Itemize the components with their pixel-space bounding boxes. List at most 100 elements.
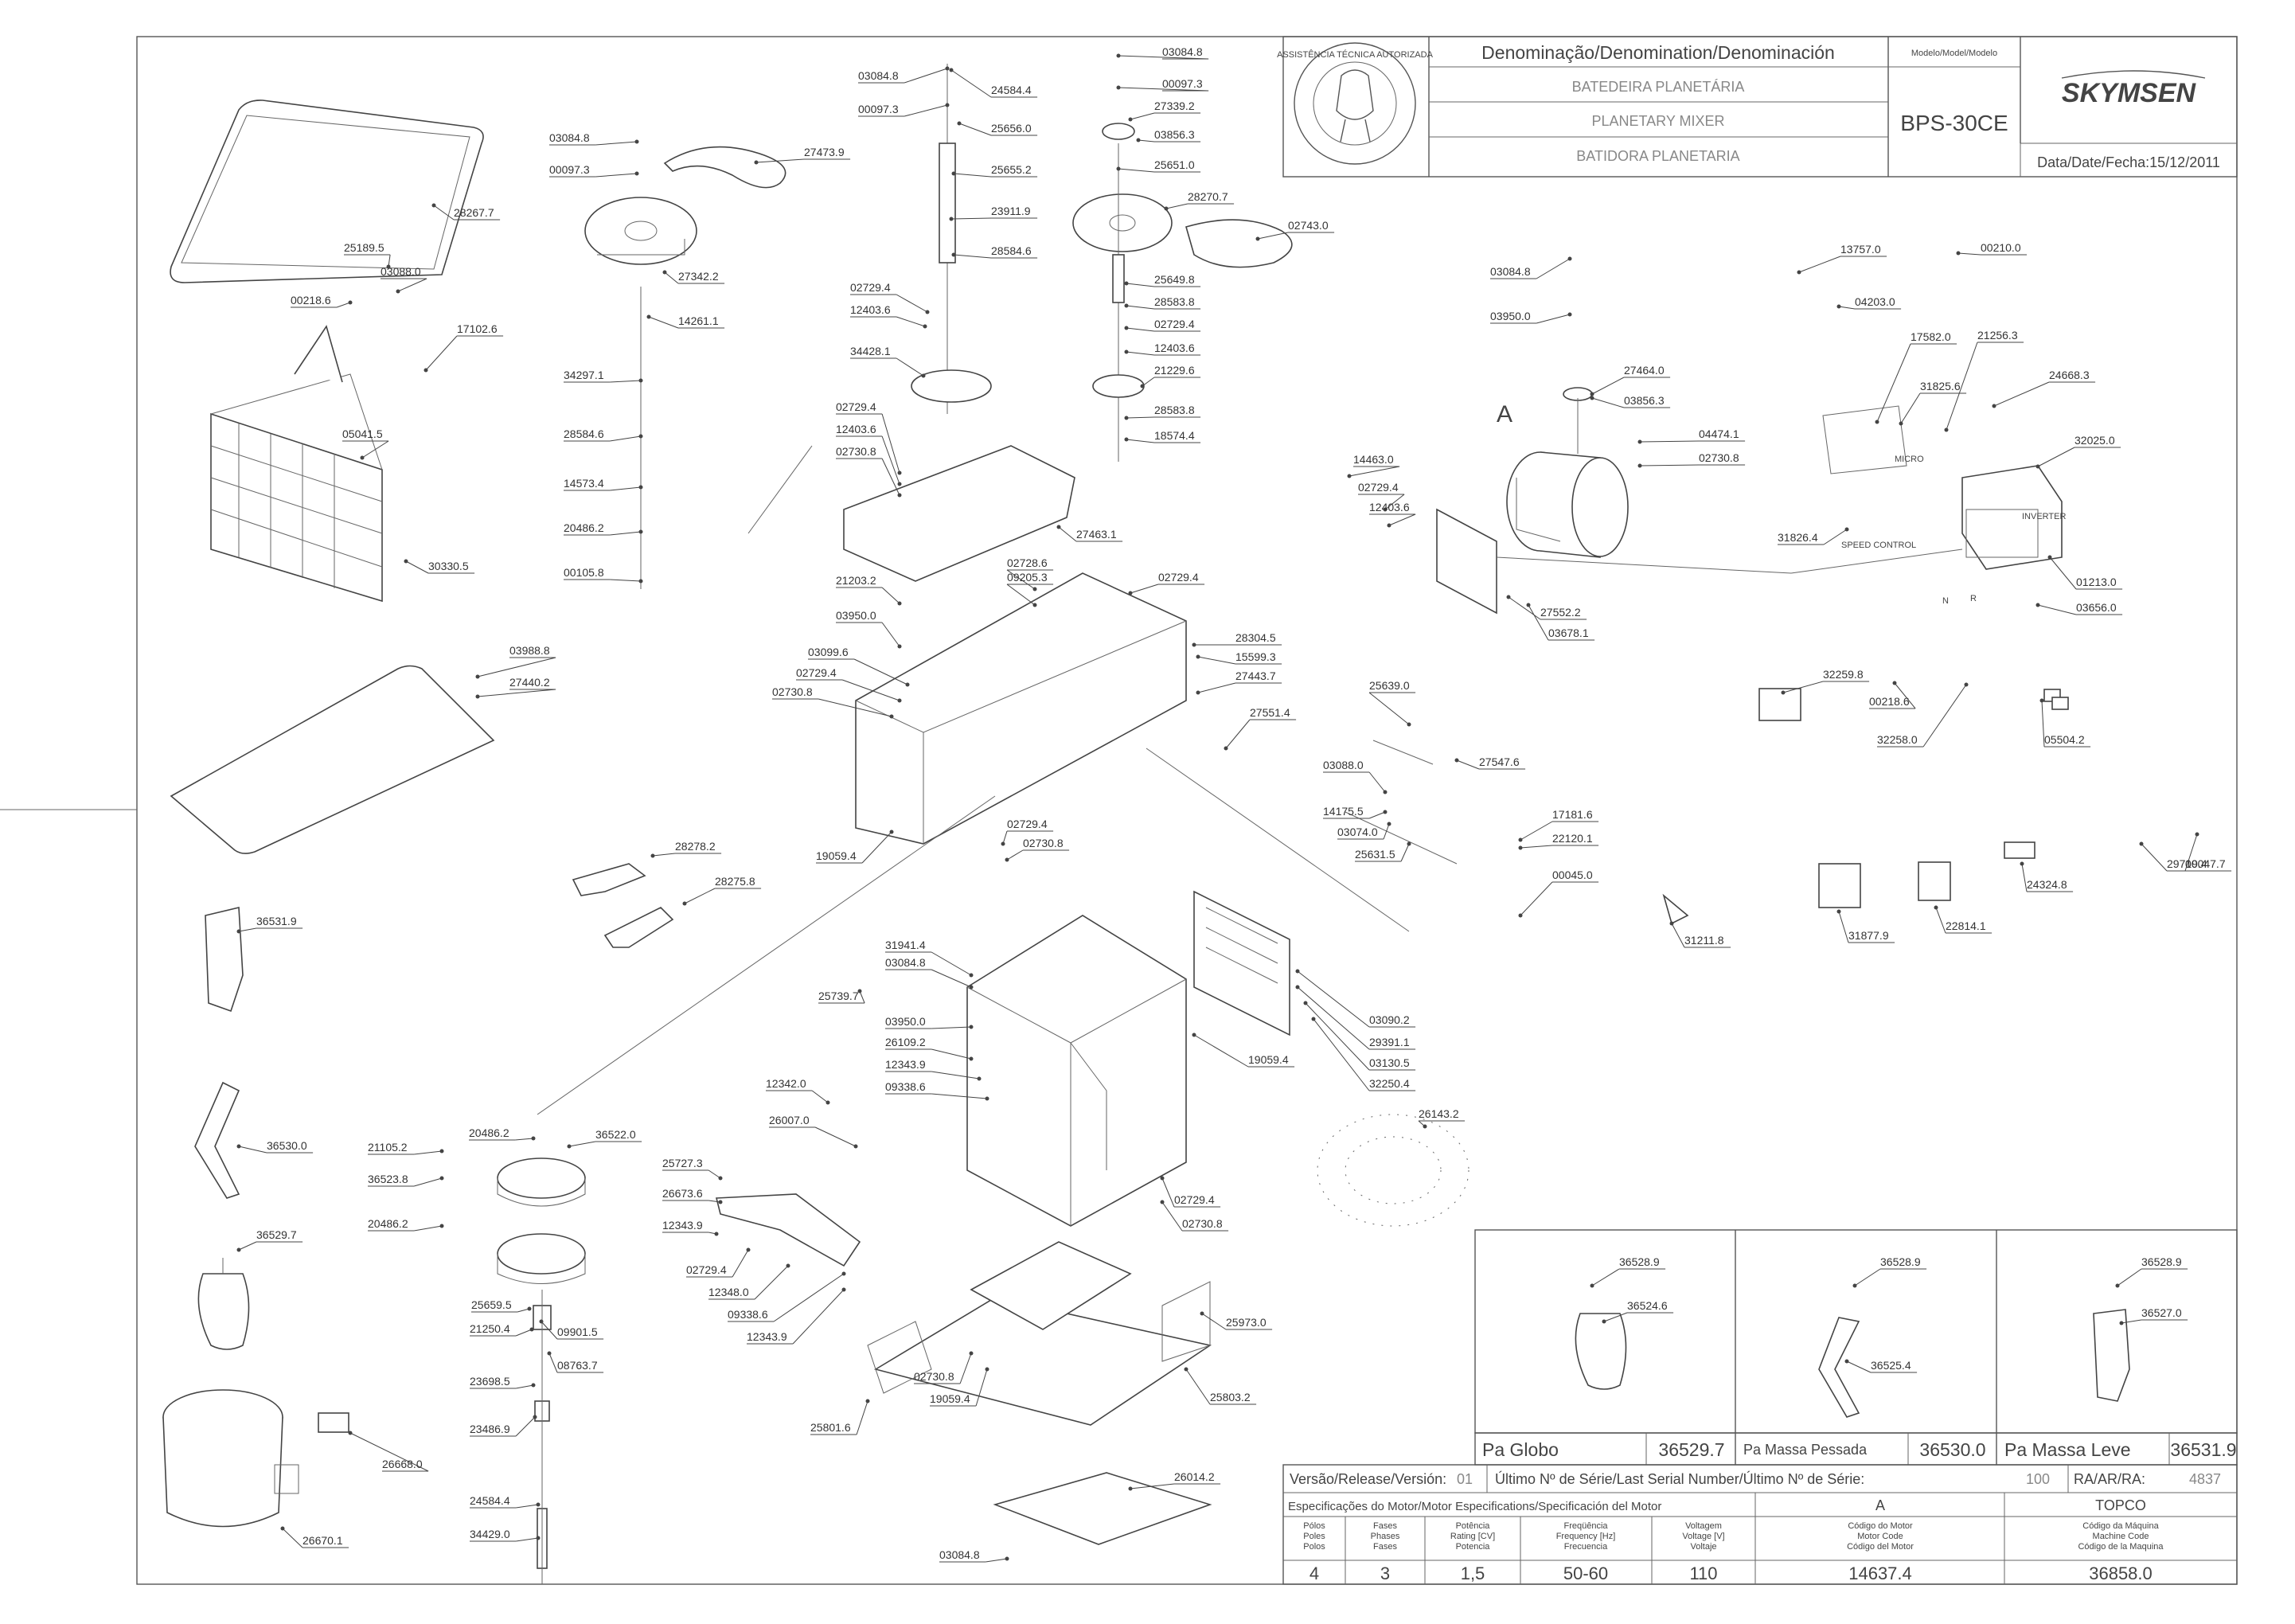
part-number-label: 34429.0 xyxy=(470,1528,510,1540)
part-number-label: 25656.0 xyxy=(991,122,1032,135)
leader-dot xyxy=(841,1287,846,1292)
part-number-label: 27547.6 xyxy=(1479,755,1520,768)
leader-dot xyxy=(853,1144,858,1149)
part-number-label: 28583.8 xyxy=(1154,295,1195,308)
leader-line xyxy=(1130,584,1159,594)
accessory-table: Pa Globo 36529.7 Pa Massa Pessada 36530.… xyxy=(1474,1229,2238,1466)
part-callout: 02729.4 xyxy=(796,666,902,703)
part-callout: 09901.5 xyxy=(539,1319,604,1340)
part-callout: 28584.6 xyxy=(564,427,643,442)
part-callout: 03090.2 xyxy=(1295,969,1416,1028)
leader-dot xyxy=(536,1502,541,1507)
leader-dot xyxy=(923,324,927,329)
leader-dot xyxy=(1200,1311,1204,1316)
part-callout: 00097.3 xyxy=(858,103,950,117)
brand-logo: SKYMSEN xyxy=(2062,78,2197,108)
part-number-label: 02743.0 xyxy=(1288,219,1329,232)
leader-line xyxy=(931,1071,980,1079)
inverter-label: INVERTER xyxy=(2022,512,2066,521)
motor-callout-letter: A xyxy=(1497,401,1512,427)
spec-column-label: Código de la Maquina xyxy=(2078,1542,2164,1552)
leader-dot xyxy=(404,559,408,564)
part-callout: 02729.4 xyxy=(1124,318,1201,332)
leader-dot xyxy=(1164,206,1169,211)
spec-column-label: Motor Code xyxy=(1857,1532,1903,1541)
part-number-label: 31941.4 xyxy=(885,939,926,951)
leader-line xyxy=(856,1400,868,1435)
part-number-label: 14573.4 xyxy=(564,477,604,490)
leader-line xyxy=(1935,907,1946,934)
part-callout: 03084.8 xyxy=(858,66,950,84)
safety-basket-part xyxy=(210,325,383,603)
leader-line xyxy=(1383,823,1390,840)
leader-dot xyxy=(638,378,643,383)
leader-dot xyxy=(945,103,950,107)
part-number-label: 03950.0 xyxy=(885,1015,926,1028)
part-callout: 27463.1 xyxy=(1056,525,1123,542)
part-number-label: 08763.7 xyxy=(557,1359,598,1372)
decal-31877-part xyxy=(1818,863,1861,908)
leader-dot xyxy=(1124,326,1129,330)
part-number-label: 12343.9 xyxy=(747,1330,787,1343)
part-number-label: 03950.0 xyxy=(1490,310,1531,322)
leader-line xyxy=(881,587,900,604)
part-callout: 31211.8 xyxy=(1669,921,1731,948)
leader-dot xyxy=(1124,437,1129,442)
ra-value: 4837 xyxy=(2189,1471,2221,1487)
whisk-36524-part xyxy=(1575,1313,1627,1390)
leader-dot xyxy=(1852,1283,1857,1288)
spec-column-label: Potencia xyxy=(1456,1542,1491,1552)
part-number-label: 03084.8 xyxy=(1162,45,1203,58)
spec-column-label: Voltaje xyxy=(1690,1542,1716,1552)
leader-dot xyxy=(2139,841,2144,846)
part-number-label: 25803.2 xyxy=(1210,1391,1251,1403)
part-number-label: 28270.7 xyxy=(1188,190,1228,203)
leader-dot xyxy=(1506,595,1511,599)
part-number-label: 15599.3 xyxy=(1235,650,1276,663)
part-callout: 28583.8 xyxy=(1124,404,1201,420)
part-callout: 00097.3 xyxy=(1116,77,1209,92)
part-callout: 12343.9 xyxy=(747,1287,846,1345)
part-callout: 17102.6 xyxy=(423,322,504,373)
leader-line xyxy=(904,68,948,84)
leader-line xyxy=(2041,700,2045,748)
part-callout: 31877.9 xyxy=(1836,909,1895,943)
part-number-label: 03088.0 xyxy=(1323,759,1364,771)
part-callout: 31826.4 xyxy=(1778,527,1849,545)
part-number-label: 02730.8 xyxy=(1699,451,1739,464)
leader-line xyxy=(541,1321,558,1340)
leader-dot xyxy=(1899,421,1903,426)
part-number-label: 02729.4 xyxy=(1174,1193,1215,1206)
part-number-label: 36528.9 xyxy=(1619,1255,1660,1268)
leader-line xyxy=(595,173,638,178)
leader-dot xyxy=(949,217,954,221)
part-callout: 28267.7 xyxy=(431,203,501,221)
leader-dot xyxy=(1797,270,1801,275)
part-callout: 25973.0 xyxy=(1200,1311,1273,1330)
part-callout: 36528.9 xyxy=(1590,1255,1666,1288)
leader-dot xyxy=(1116,166,1121,171)
spec-column-label: Frequency [Hz] xyxy=(1556,1532,1616,1541)
part-callout: 19059.4 xyxy=(930,1367,989,1407)
part-callout: 24584.4 xyxy=(949,68,1038,98)
part-callout: 12403.6 xyxy=(1369,501,1416,528)
leader-line xyxy=(516,1504,539,1509)
leader-dot xyxy=(945,66,950,71)
spec-column-label: Pólos xyxy=(1303,1521,1325,1531)
leader-line xyxy=(1006,849,1024,861)
leader-dot xyxy=(969,1056,974,1061)
part-number-label: 36531.9 xyxy=(256,915,297,927)
leader-dot xyxy=(1944,427,1949,432)
leader-dot xyxy=(638,529,643,534)
leader-dot xyxy=(1407,722,1411,727)
leader-dot xyxy=(1387,822,1391,826)
spec-column-label: Código del Motor xyxy=(1847,1542,1914,1552)
part-callout: 26109.2 xyxy=(885,1036,974,1061)
motor-part xyxy=(1506,387,1629,558)
leader-dot xyxy=(1383,507,1388,512)
part-callout: 27547.6 xyxy=(1454,755,1526,770)
leader-line xyxy=(1639,440,1700,443)
leader-dot xyxy=(718,1176,723,1181)
part-callout: 03856.3 xyxy=(1590,394,1671,408)
part-number-label: 36523.8 xyxy=(368,1173,408,1185)
